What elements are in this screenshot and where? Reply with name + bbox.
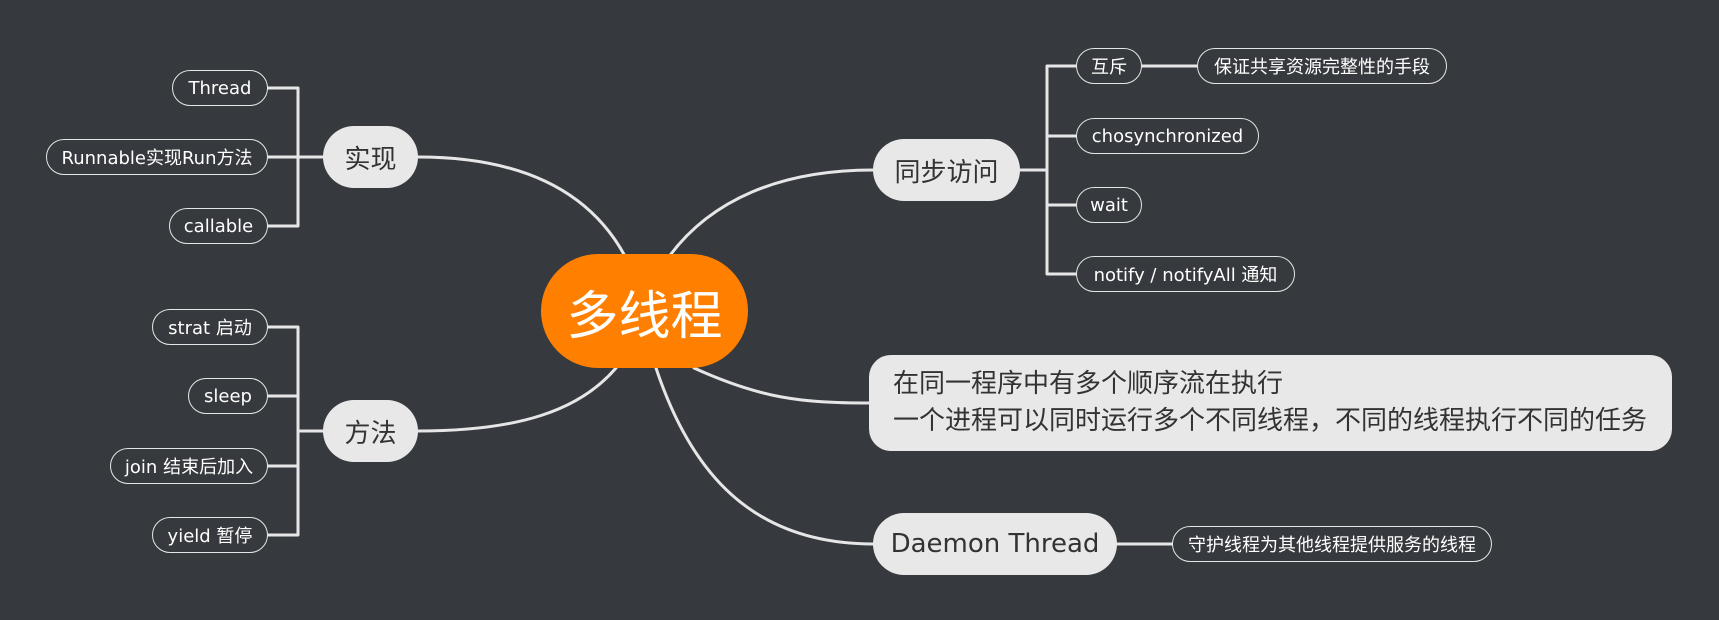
leaf-synchronized[interactable]: chosynchronized	[1076, 118, 1259, 154]
topic-sync[interactable]: 同步访问	[873, 139, 1020, 201]
central-topic[interactable]: 多线程	[541, 254, 748, 368]
topic-implement[interactable]: 实现	[323, 126, 418, 188]
leaf-runnable[interactable]: Runnable实现Run方法	[46, 139, 268, 175]
leaf-start[interactable]: strat 启动	[152, 309, 268, 345]
leaf-callable[interactable]: callable	[169, 208, 268, 244]
leaf-notify[interactable]: notify / notifyAll 通知	[1076, 256, 1295, 292]
link-root-methods	[416, 366, 618, 433]
link-root-daemon	[654, 366, 875, 546]
bracket-methods	[266, 325, 325, 537]
leaf-sleep[interactable]: sleep	[188, 378, 268, 414]
description-line-2: 一个进程可以同时运行多个不同线程，不同的线程执行不同的任务	[893, 406, 1648, 436]
description-topic[interactable]: 在同一程序中有多个顺序流在执行 一个进程可以同时运行多个不同线程，不同的线程执行…	[869, 355, 1672, 451]
description-line-1: 在同一程序中有多个顺序流在执行	[893, 369, 1284, 399]
bracket-sync	[1018, 64, 1078, 276]
leaf-daemon-note[interactable]: 守护线程为其他线程提供服务的线程	[1172, 526, 1492, 562]
leaf-yield[interactable]: yield 暂停	[152, 517, 268, 553]
bracket-implement	[266, 86, 325, 228]
link-root-sync	[666, 168, 875, 260]
leaf-join[interactable]: join 结束后加入	[110, 448, 268, 484]
link-root-implement	[416, 155, 628, 260]
link-root-description	[692, 366, 871, 405]
leaf-wait[interactable]: wait	[1076, 187, 1142, 223]
topic-daemon-thread[interactable]: Daemon Thread	[873, 513, 1117, 575]
leaf-mutex[interactable]: 互斥	[1076, 48, 1142, 84]
leaf-mutex-note[interactable]: 保证共享资源完整性的手段	[1197, 48, 1447, 84]
leaf-thread[interactable]: Thread	[172, 70, 268, 106]
topic-methods[interactable]: 方法	[323, 400, 418, 462]
